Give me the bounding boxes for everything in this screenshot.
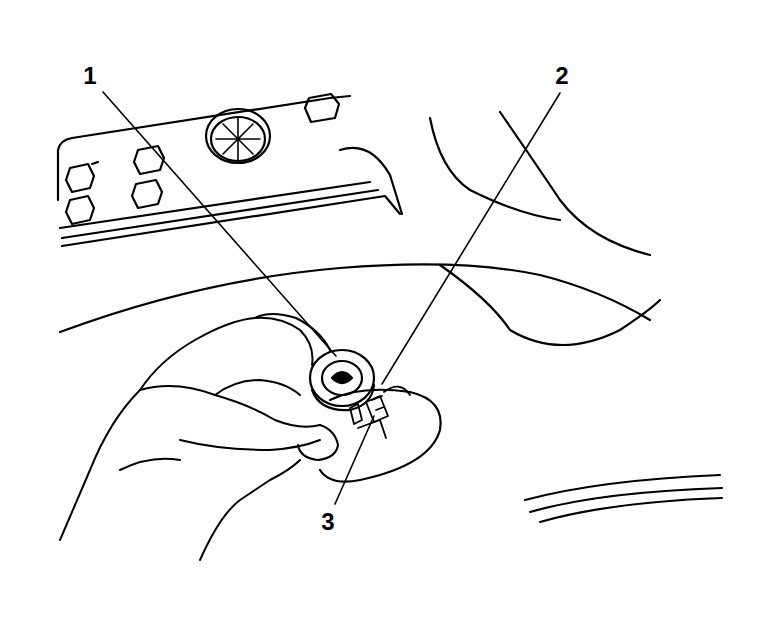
switch-panel — [58, 94, 400, 246]
callout-number: 2 — [553, 64, 570, 88]
hand — [60, 314, 338, 560]
callout-number: 1 — [81, 64, 98, 88]
leader-line — [103, 92, 560, 504]
lock-cylinder-cap — [310, 350, 374, 410]
callout-number: 3 — [319, 510, 336, 534]
connector — [350, 387, 410, 438]
console-outline — [60, 112, 722, 522]
